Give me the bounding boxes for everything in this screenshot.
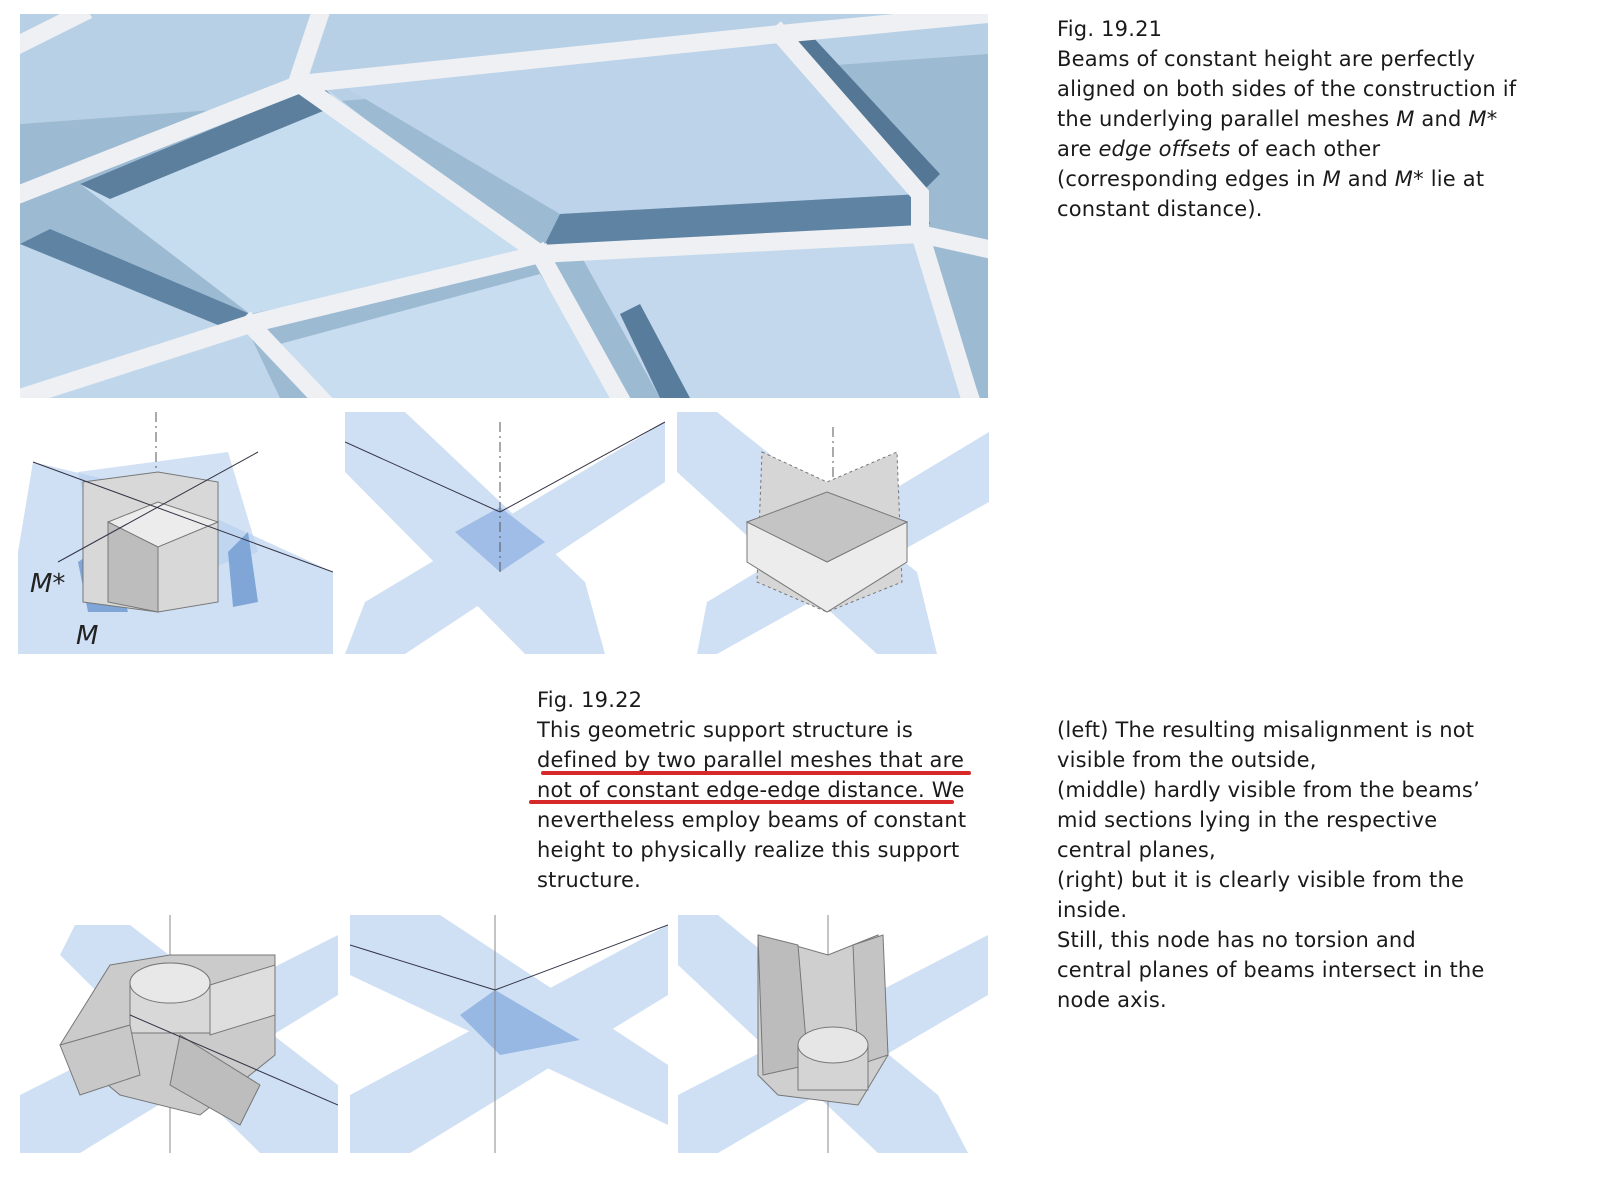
mesh-star-label: M* — [30, 569, 65, 599]
node-diagram-bottom-right — [678, 915, 988, 1153]
fig-19-22-line-6: structure. — [537, 868, 641, 892]
red-underline-annotation-2 — [529, 800, 954, 804]
fig-19-22-side-notes: (left) The resulting misalignment is not… — [1057, 715, 1537, 1015]
mesh-label: M — [76, 621, 98, 651]
side-note-line: central planes of beams intersect in the — [1057, 958, 1485, 982]
node-diagram-bottom-left — [20, 915, 338, 1153]
fig-19-22-line-3: not of constant edge-edge distance. We — [537, 778, 965, 802]
side-note-line: visible from the outside, — [1057, 748, 1317, 772]
node-diagram-top-left: M* M — [18, 412, 333, 654]
side-note-line: central planes, — [1057, 838, 1216, 862]
side-note-line: inside. — [1057, 898, 1128, 922]
side-note-line: node axis. — [1057, 988, 1167, 1012]
fig-19-22-label: Fig. 19.22 — [537, 688, 643, 712]
red-underline-annotation-1 — [541, 771, 971, 775]
fig-19-22-line-2: defined by two parallel meshes that are — [537, 748, 965, 772]
fig-19-22-line-1: This geometric support structure is — [537, 718, 914, 742]
node-diagram-top-middle — [345, 412, 665, 654]
node-diagram-bottom-middle — [350, 915, 668, 1153]
side-note-line: (right) but it is clearly visible from t… — [1057, 868, 1465, 892]
fig-19-21-description: Beams of constant height are perfectly a… — [1057, 47, 1517, 221]
node-diagram-top-right — [677, 412, 989, 654]
fig-19-22-caption: Fig. 19.22 This geometric support struct… — [537, 685, 1007, 895]
fig-19-22-line-4: nevertheless employ beams of constant — [537, 808, 967, 832]
side-note-line: (left) The resulting misalignment is not — [1057, 718, 1475, 742]
glass-roof-photo — [20, 14, 988, 398]
side-note-line: Still, this node has no torsion and — [1057, 928, 1416, 952]
fig-19-22-line-5: height to physically realize this suppor… — [537, 838, 960, 862]
fig-19-21-label: Fig. 19.21 — [1057, 17, 1163, 41]
fig-19-21-caption: Fig. 19.21 Beams of constant height are … — [1057, 14, 1527, 224]
side-note-line: (middle) hardly visible from the beams’ — [1057, 778, 1480, 802]
side-note-line: mid sections lying in the respective — [1057, 808, 1438, 832]
